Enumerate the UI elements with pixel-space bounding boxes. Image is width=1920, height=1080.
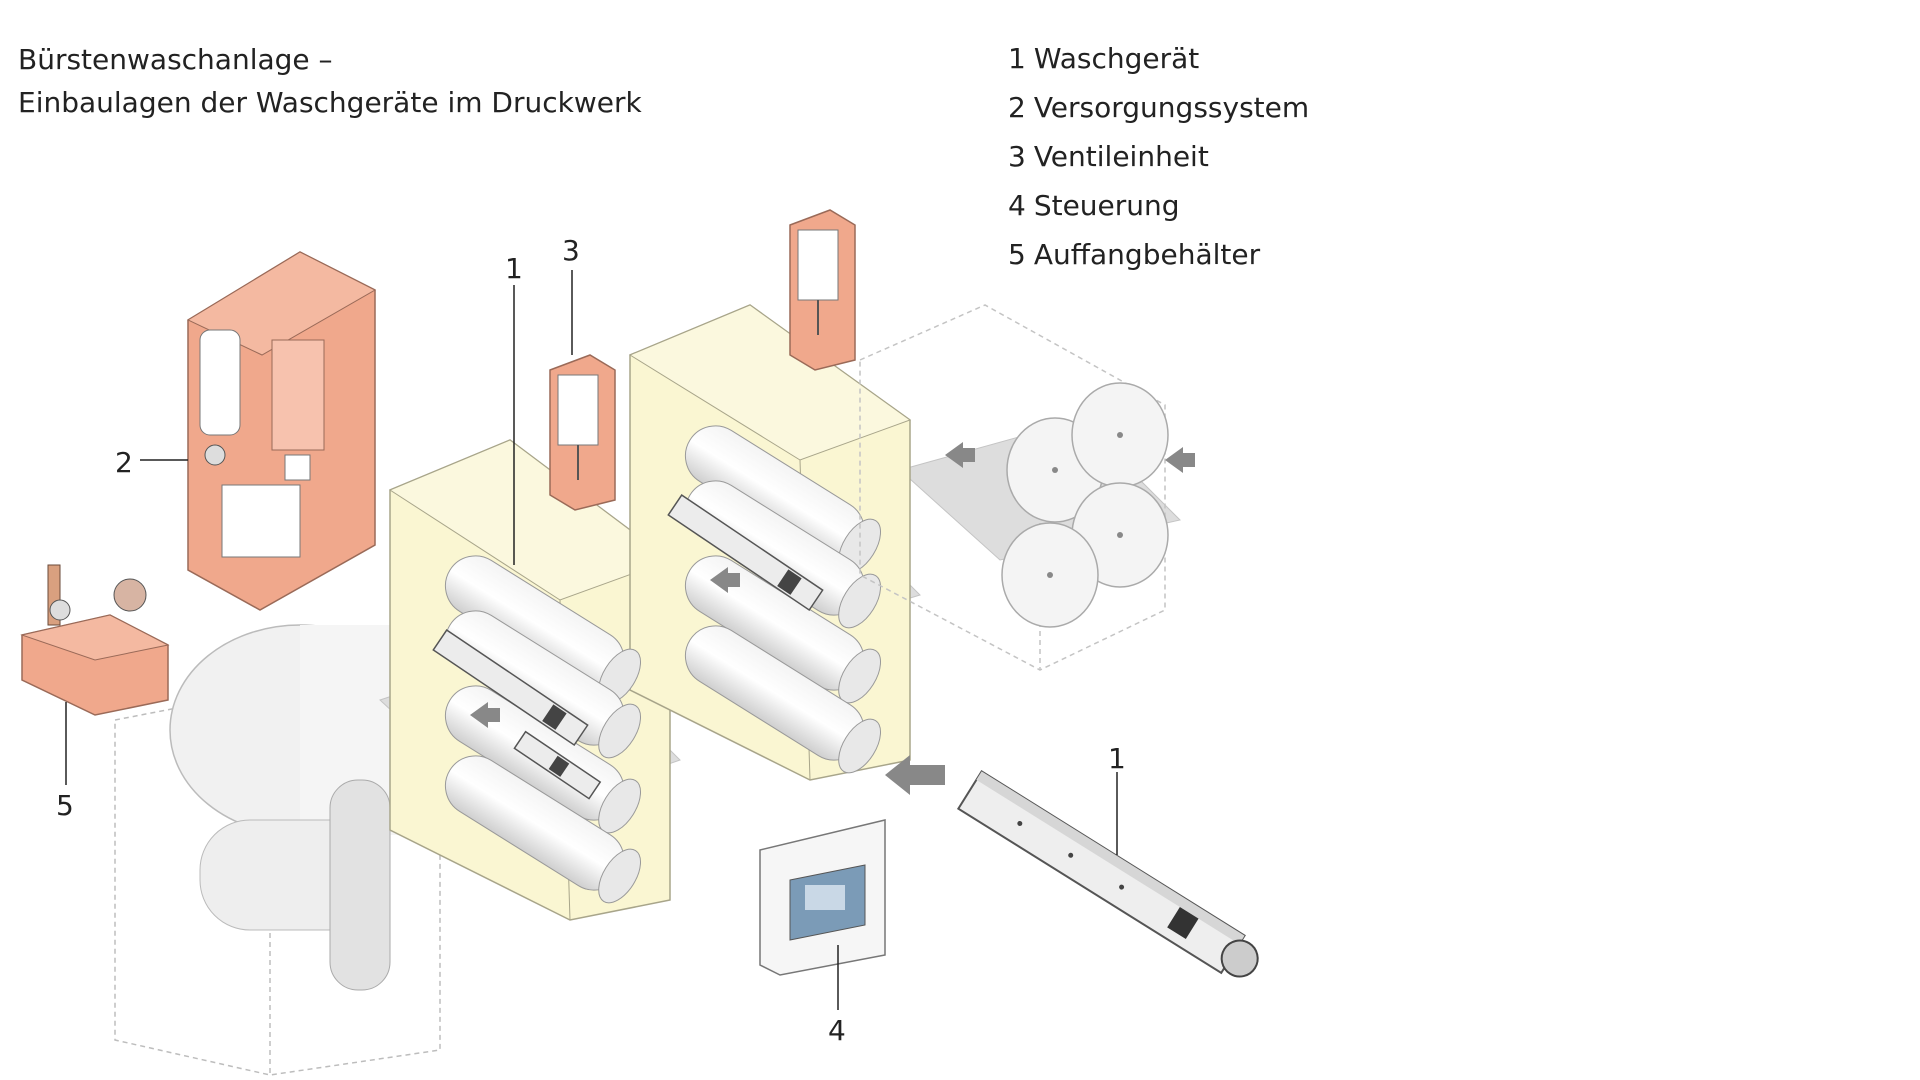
title-line-2: Einbaulagen der Waschgeräte im Druckwerk: [18, 86, 642, 119]
washing-device-detail: [956, 769, 1259, 978]
callout-tank: 5: [56, 789, 74, 822]
title-line-1: Bürstenwaschanlage –: [18, 43, 333, 76]
supply-cabinet: [186, 251, 377, 611]
callout-washer-bottom: 1: [1108, 742, 1126, 775]
valve-unit-2: [789, 209, 856, 371]
collecting-tank: [20, 564, 170, 716]
leader-lines: [65, 270, 1118, 1010]
web-arrows: [470, 442, 1195, 795]
valve-unit-1: [549, 354, 616, 511]
washing-device-unit-2: [667, 494, 824, 612]
infeed-frame: [859, 304, 1166, 671]
diagram-title: Bürstenwaschanlage – Einbaulagen der Was…: [18, 38, 642, 124]
callout-supply: 2: [115, 446, 133, 479]
callout-valve: 3: [562, 234, 580, 267]
callout-washer-top: 1: [505, 252, 523, 285]
unwind-roll: [169, 624, 431, 991]
rollers-unit-2: [684, 425, 882, 774]
callout-control: 4: [828, 1014, 846, 1047]
infeed-rollers: [1001, 382, 1169, 628]
controller-panel: [759, 819, 886, 976]
washing-device-unit-1: [432, 629, 589, 747]
washing-device-unit-1b: [513, 730, 602, 800]
